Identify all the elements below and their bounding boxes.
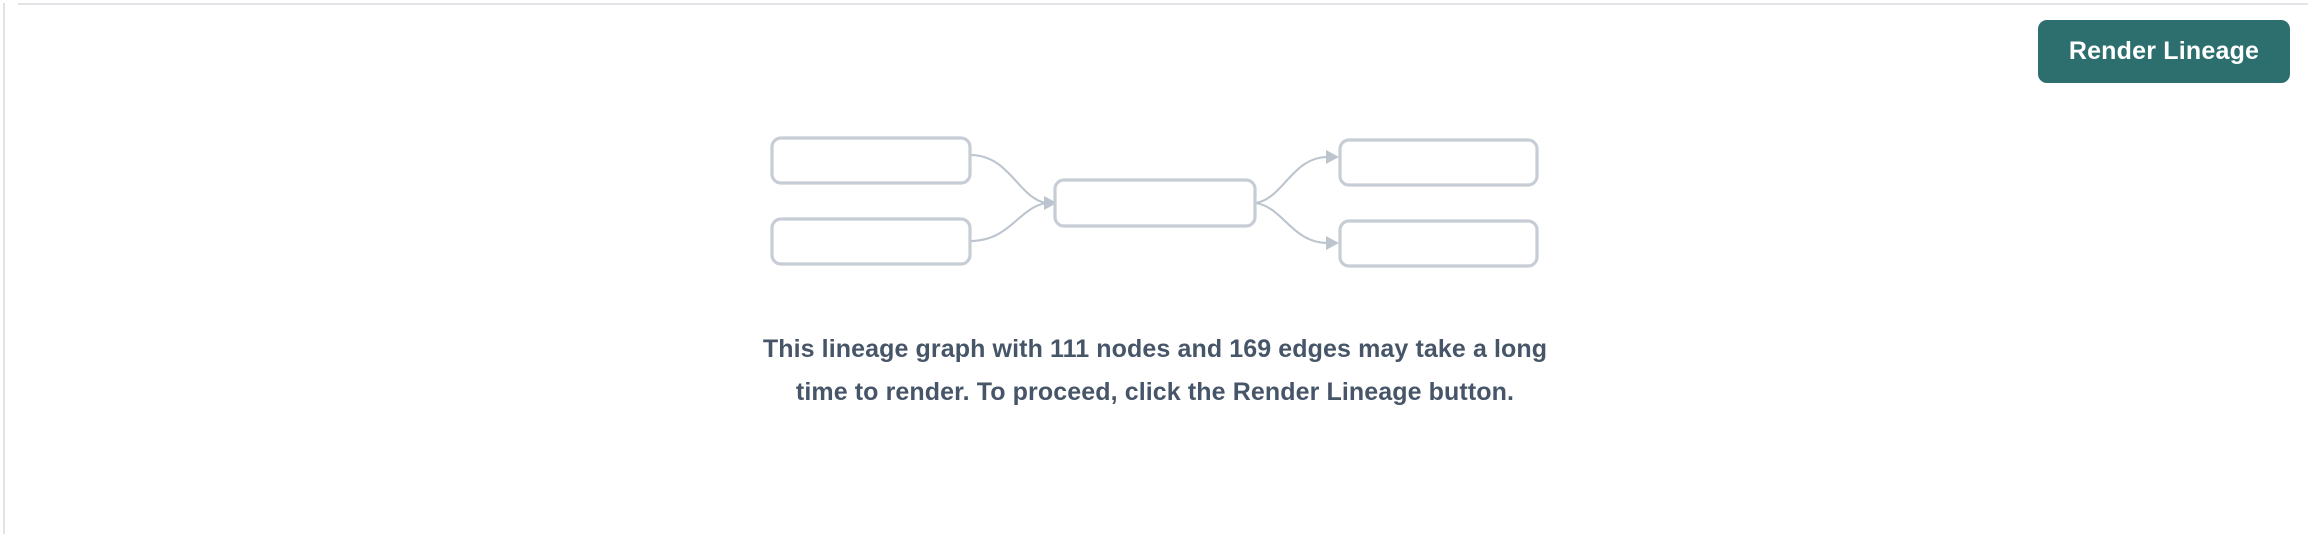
lineage-placeholder-graph xyxy=(760,128,1550,278)
panel-left-divider xyxy=(3,3,5,534)
panel-top-divider xyxy=(18,3,2308,5)
graph-edge-center-to-downstream-2 xyxy=(1255,201,1339,250)
lineage-node-upstream-1[interactable] xyxy=(770,136,972,185)
graph-edge-center-to-downstream-1 xyxy=(1255,150,1339,205)
lineage-node-downstream-1[interactable] xyxy=(1338,138,1539,187)
graph-edge-upstream-1-to-center xyxy=(969,153,1057,210)
arrowhead-icon xyxy=(1326,236,1339,250)
lineage-node-upstream-2[interactable] xyxy=(770,217,972,266)
render-lineage-button[interactable]: Render Lineage xyxy=(2038,20,2290,83)
arrowhead-icon xyxy=(1044,196,1057,210)
arrowhead-icon xyxy=(1326,150,1339,164)
lineage-warning-message: This lineage graph with 111 nodes and 16… xyxy=(762,335,1548,406)
lineage-node-downstream-2[interactable] xyxy=(1338,219,1539,268)
lineage-node-center[interactable] xyxy=(1053,178,1257,228)
graph-edge-upstream-2-to-center xyxy=(969,201,1047,243)
